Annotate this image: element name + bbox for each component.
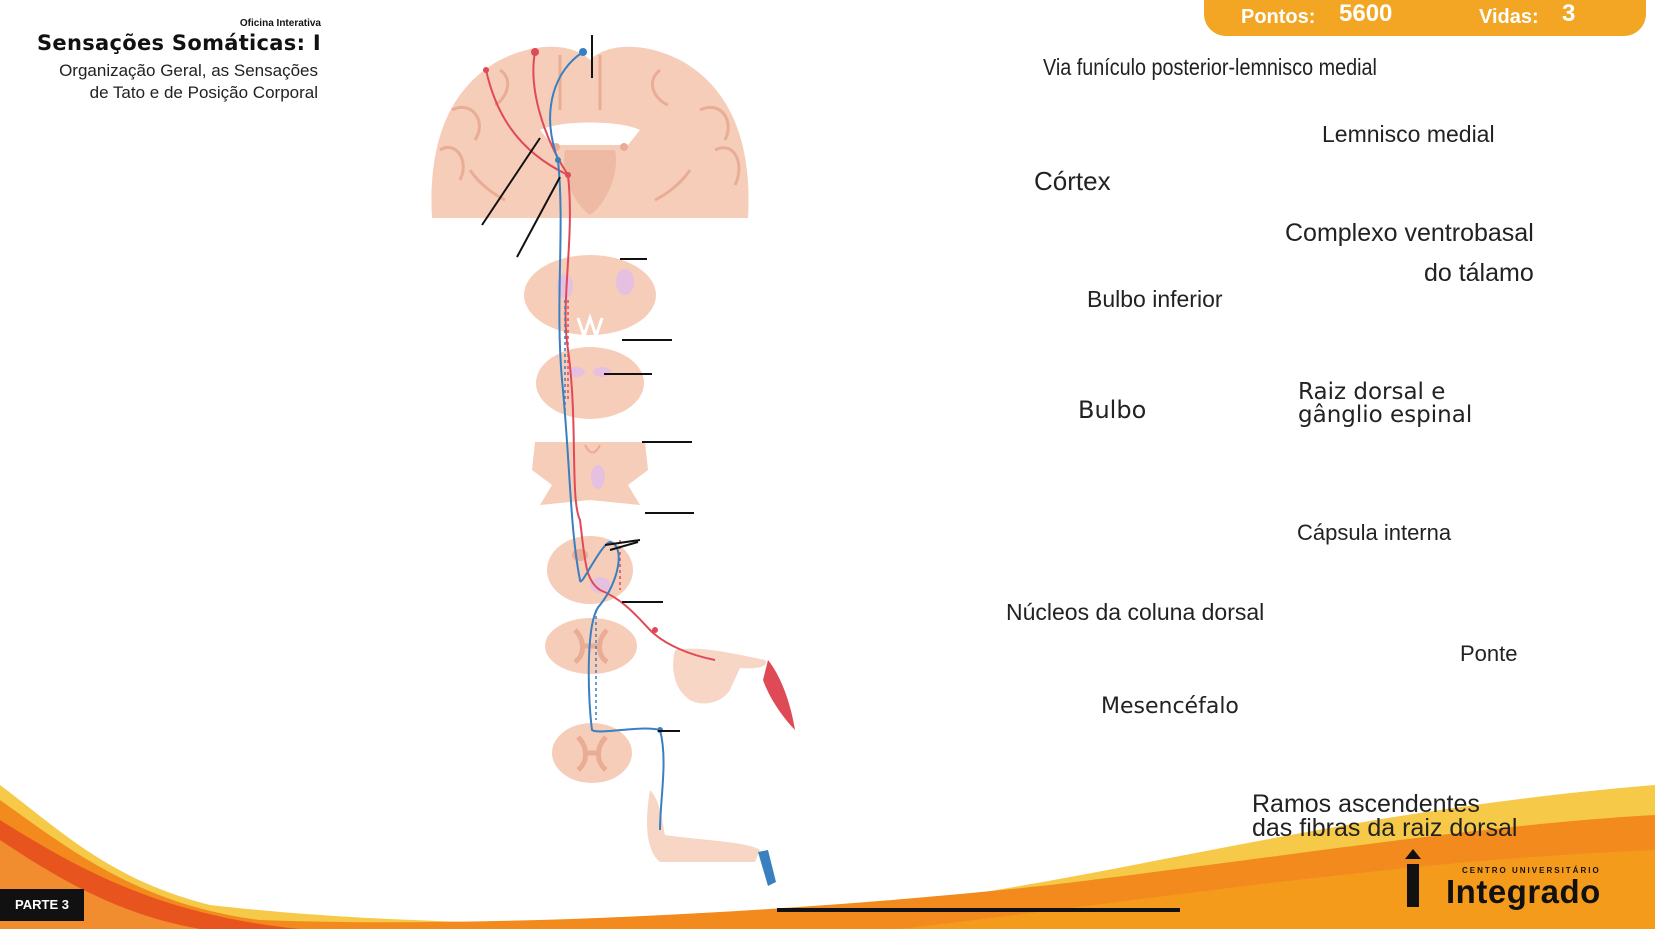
label-raiz-line-1: Raiz dorsal e (1298, 379, 1446, 405)
spinal-cord-sections (545, 618, 637, 783)
label-mesencefalo[interactable]: Mesencéfalo (1101, 694, 1239, 719)
logo-subtitle: CENTRO UNIVERSITÁRIO (1462, 866, 1601, 875)
brainstem-sections (524, 255, 656, 604)
page-title: Sensações Somáticas: I (37, 31, 321, 55)
hand-illustration (673, 648, 795, 730)
label-ramos-ascendentes[interactable]: Ramos ascendentes das fibras da raiz dor… (1252, 790, 1518, 842)
label-lemnisco-medial[interactable]: Lemnisco medial (1322, 121, 1495, 147)
label-bulbo-inferior[interactable]: Bulbo inferior (1087, 286, 1223, 312)
label-bulbo[interactable]: Bulbo (1078, 396, 1147, 424)
parte-badge: PARTE 3 (0, 889, 84, 921)
label-cortex[interactable]: Córtex (1034, 166, 1111, 196)
label-ramos-line-1: Ramos ascendentes (1252, 790, 1480, 818)
label-ramos-line-2: das fibras da raiz dorsal (1252, 814, 1518, 842)
pathway-diagram (431, 35, 795, 886)
label-ventrobasal-line-1: Complexo ventrobasal (1285, 219, 1534, 247)
label-raiz-line-2: gânglio espinal (1298, 402, 1473, 428)
score-bar: Pontos: 5600 Vidas: 3 (1204, 0, 1646, 36)
label-nucleos-coluna-dorsal[interactable]: Núcleos da coluna dorsal (1006, 599, 1265, 625)
oficina-label: Oficina Interativa (239, 18, 321, 29)
subtitle-line-1: Organização Geral, as Sensações (59, 61, 318, 80)
red-tract (483, 48, 716, 661)
panel-title: Via funículo posterior-lemnisco medial (1043, 54, 1377, 80)
label-capsula-interna[interactable]: Cápsula interna (1297, 520, 1452, 545)
page-subtitle: Organização Geral, as Sensações de Tato … (0, 60, 318, 104)
foot-illustration (647, 790, 776, 886)
logo-mark-icon (1405, 849, 1421, 907)
brain-section (431, 46, 749, 219)
label-ponte[interactable]: Ponte (1460, 641, 1518, 666)
answer-drop-line[interactable] (777, 908, 1180, 912)
label-raiz-dorsal[interactable]: Raiz dorsal e gânglio espinal (1298, 381, 1472, 427)
subtitle-line-2: de Tato e de Posição Corporal (89, 83, 318, 102)
lives-label: Vidas: (1479, 6, 1539, 28)
answer-leader-lines (481, 35, 694, 732)
blue-tract (549, 48, 665, 831)
points-label: Pontos: (1241, 6, 1316, 28)
label-ventrobasal-line-2: do tálamo (1423, 259, 1534, 287)
lives-value: 3 (1562, 0, 1576, 27)
label-complexo-ventrobasal[interactable]: Complexo ventrobasal do tálamo (1285, 213, 1534, 293)
points-value: 5600 (1339, 0, 1393, 27)
logo-name: Integrado (1446, 873, 1601, 910)
